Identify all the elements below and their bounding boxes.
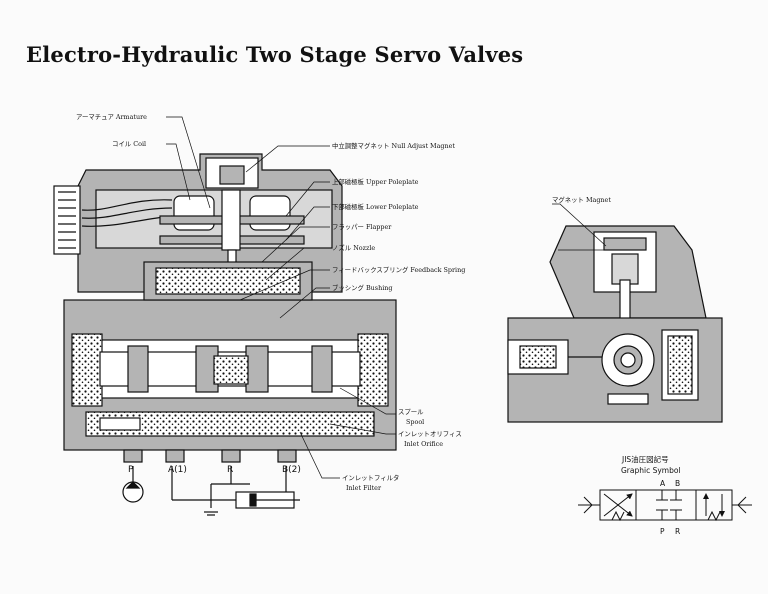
null-adjust-detail-view <box>507 225 723 423</box>
port-b-label: B(2) <box>282 465 301 475</box>
detail-magnet-label: マグネット Magnet <box>552 195 611 204</box>
callout-spool-jp: スプール <box>398 408 424 416</box>
port-r-label: R <box>227 465 233 475</box>
electrical-connector <box>53 185 81 255</box>
graphic-symbol: JIS油圧図記号 Graphic Symbol A B P R <box>578 454 752 536</box>
callout-leaders <box>166 116 396 479</box>
symbol-port-b: B <box>675 479 680 488</box>
port-labels: P A(1) R B(2) <box>128 465 301 475</box>
port-p-label: P <box>128 465 134 475</box>
symbol-port-a: A <box>660 479 666 488</box>
callout-bushing: ブッシング Bushing <box>332 283 392 292</box>
callout-inlet-orifice: Inlet Orifice <box>404 440 443 448</box>
callout-inlet-filter-jp: インレットフィルタ <box>342 473 399 482</box>
callout-upper-poleplate: 上部磁極板 Upper Poleplate <box>332 177 419 186</box>
callout-spool: Spool <box>406 418 424 426</box>
symbol-port-p: P <box>660 527 665 536</box>
symbol-port-r: R <box>675 527 680 536</box>
callout-nozzle: ノズル Nozzle <box>332 243 375 252</box>
graphic-symbol-title-jp: JIS油圧図記号 <box>621 454 669 464</box>
callout-inlet-orifice-jp: インレットオリフィス <box>398 430 462 438</box>
callout-inlet-filter: Inlet Filter <box>346 484 382 492</box>
graphic-symbol-title: Graphic Symbol <box>621 466 681 475</box>
port-a-label: A(1) <box>168 465 187 475</box>
main-section-view <box>53 153 397 516</box>
callout-flapper: フラッパー Flapper <box>332 223 392 231</box>
callout-labels: アーマチュア Armature コイル Coil 中立調整マグネット Null … <box>76 113 465 492</box>
callout-lower-poleplate: 下部磁極板 Lower Poleplate <box>332 202 419 211</box>
callout-feedback-spring: フィードバックスプリング Feedback Spring <box>332 265 465 274</box>
callout-coil: コイル Coil <box>112 140 146 148</box>
page-title: Electro-Hydraulic Two Stage Servo Valves <box>26 42 524 67</box>
callout-armature: アーマチュア Armature <box>76 113 147 121</box>
callout-null-adjust-magnet: 中立調整マグネット Null Adjust Magnet <box>332 141 455 150</box>
